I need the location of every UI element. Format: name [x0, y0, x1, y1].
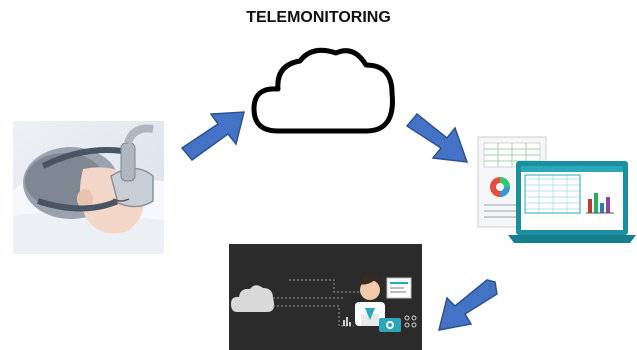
cloud-icon [248, 43, 400, 136]
arrow-cloud-to-reports [403, 108, 471, 168]
clinician-dashboard-image [229, 244, 422, 350]
patient-cpap-image [13, 121, 164, 254]
reports-laptop-icon [470, 133, 637, 248]
sleeping-patient-cpap-mask-image [13, 121, 164, 254]
arrow-reports-to-clinician [437, 276, 501, 336]
diagram-title: TELEMONITORING [246, 9, 391, 26]
arrow-patient-to-cloud [178, 108, 248, 166]
